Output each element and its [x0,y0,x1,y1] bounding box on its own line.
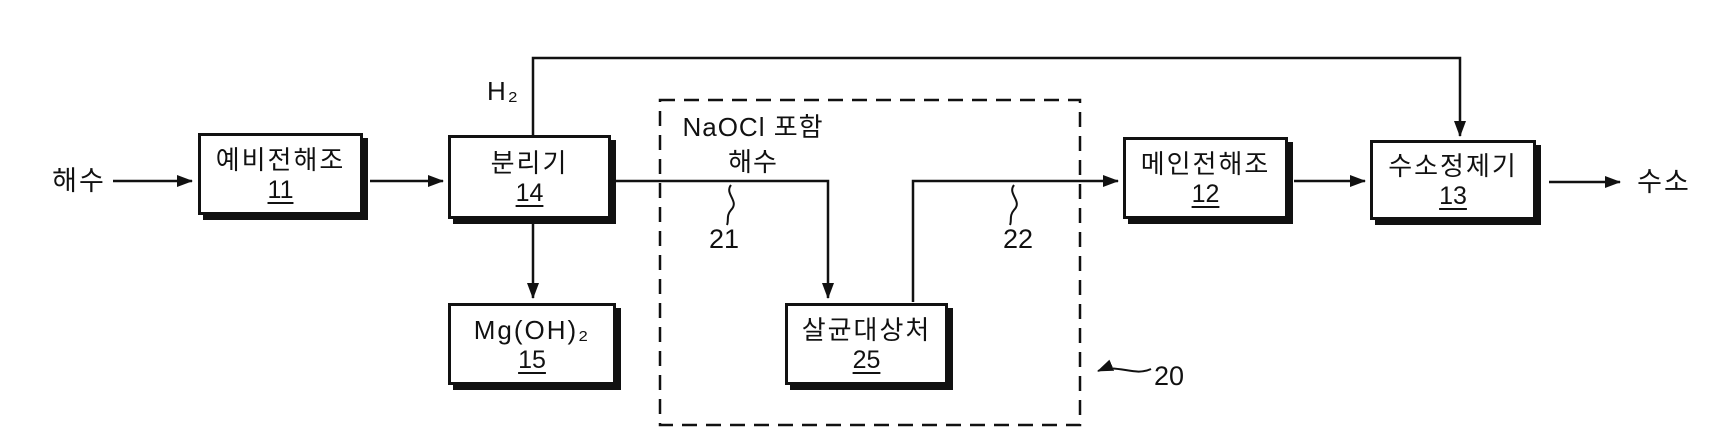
box-pre-electrolyzer-label: 예비전해조 [215,144,346,175]
box-main-electrolyzer: 메인전해조 12 [1123,137,1288,219]
seawater-input-label: 해수 [52,166,106,196]
dashed-group-caption-line2: 해수 [728,147,778,177]
edge-h2-recycle [531,56,1466,137]
box-separator-ref: 14 [515,178,544,207]
leader-20 [1097,359,1152,373]
leader-21 [726,184,735,226]
box-pre-electrolyzer-ref: 11 [267,175,294,204]
box-separator-label: 분리기 [490,147,569,178]
box-sterilization-target-label: 살균대상처 [801,314,932,345]
box-sterilization-target: 살균대상처 25 [785,303,948,385]
hydrogen-output-label: 수소 [1637,167,1691,197]
ref-21: 21 [708,224,740,254]
dashed-group-caption-line1: NaOCl 포함 [682,112,824,142]
dashed-group-boundary [658,98,1082,427]
leader-22 [1009,184,1018,226]
box-mg-hydroxide-ref: 15 [518,345,546,374]
box-mg-hydroxide: Mg(OH)₂ 15 [448,303,616,385]
h2-recycle-label: H₂ [487,76,520,106]
box-hydrogen-purifier-ref: 13 [1439,181,1467,210]
box-mg-hydroxide-label: Mg(OH)₂ [473,314,591,345]
box-separator: 분리기 14 [448,135,611,219]
box-sterilization-target-ref: 25 [852,345,881,374]
box-hydrogen-purifier-label: 수소정제기 [1388,150,1518,181]
box-main-electrolyzer-label: 메인전해조 [1140,148,1271,179]
dashed-group-caption: NaOCl 포함 해수 [662,110,844,180]
box-main-electrolyzer-ref: 12 [1191,179,1220,208]
edge-separator-to-target [616,179,834,299]
box-hydrogen-purifier: 수소정제기 13 [1370,140,1536,220]
ref-22: 22 [1002,224,1034,254]
box-pre-electrolyzer: 예비전해조 11 [198,133,363,215]
ref-20: 20 [1154,361,1185,391]
edge-target-to-main [911,175,1119,302]
